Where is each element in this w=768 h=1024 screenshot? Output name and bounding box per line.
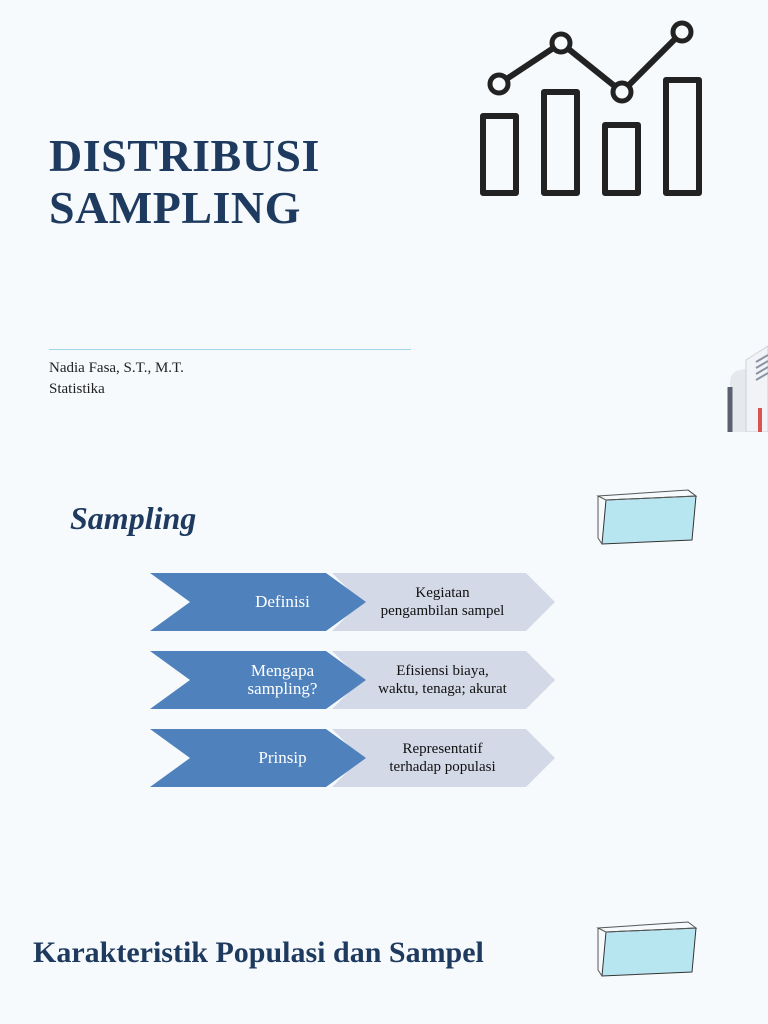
- chevron-pair: [150, 573, 555, 631]
- chevron-light: [332, 573, 555, 631]
- chevron-description: Efisiensi biaya,waktu, tenaga; akurat: [378, 663, 507, 697]
- presentation-title: DISTRIBUSI SAMPLING: [49, 130, 320, 234]
- chevron-dark: [150, 729, 366, 787]
- chevron-light: [332, 729, 555, 787]
- chevron-label: Prinsip: [258, 748, 307, 767]
- chevron-label: Definisi: [255, 592, 310, 611]
- chart-bar-4: [663, 77, 702, 196]
- chevron-light: [332, 651, 555, 709]
- bar-line-chart-icon: [480, 20, 702, 196]
- slide-title: Sampling: [70, 500, 197, 536]
- chevron-dark: [150, 651, 366, 709]
- glass-box-decoration: [596, 921, 698, 977]
- author-block: Nadia Fasa, S.T., M.T. Statistika: [49, 358, 184, 400]
- chevron-dark: [150, 573, 366, 631]
- author-name: Nadia Fasa, S.T., M.T.: [49, 360, 184, 376]
- course-name: Statistika: [49, 381, 105, 397]
- chevron-pair: [150, 651, 555, 709]
- chevron-pair: [150, 729, 555, 787]
- title-slide: DISTRIBUSI SAMPLING Nadia Fasa, S.T., M.…: [0, 0, 768, 432]
- glass-box-decoration: [596, 489, 698, 545]
- title-line-2: SAMPLING: [49, 182, 301, 233]
- title-divider: [49, 349, 411, 350]
- title-line-1: DISTRIBUSI: [49, 130, 320, 181]
- chart-bar-1: [480, 113, 519, 196]
- chart-trend-line: [497, 29, 685, 95]
- document-stack-icon: [727, 345, 768, 432]
- slide-title: Karakteristik Populasi dan Sampel: [33, 936, 484, 969]
- chart-bar-2: [541, 89, 580, 196]
- chart-bar-3: [602, 122, 641, 196]
- characteristics-slide: Karakteristik Populasi dan Sampel: [0, 864, 768, 1024]
